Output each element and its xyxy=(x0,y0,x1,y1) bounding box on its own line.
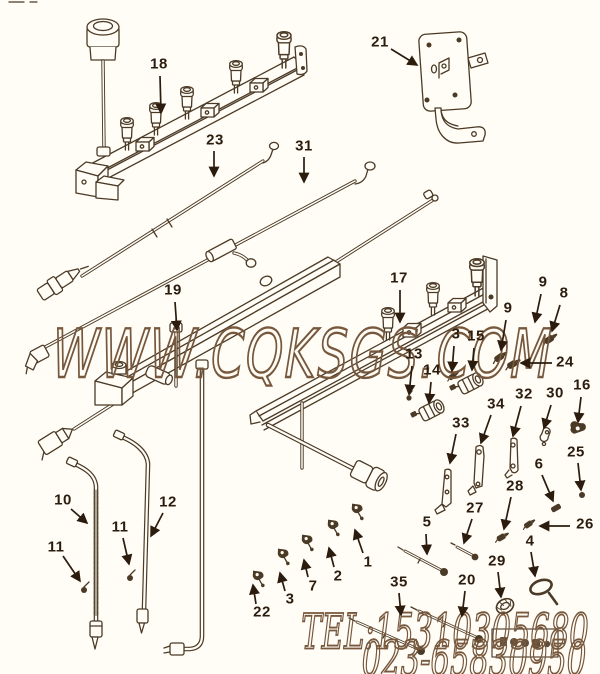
callout-arrow-14 xyxy=(424,381,436,405)
fuel-supply-tube xyxy=(37,189,439,461)
drain-hose xyxy=(163,359,209,656)
upper-fuel-manifold-18 xyxy=(75,18,308,201)
callout-8: 8 xyxy=(559,284,569,302)
callout-5: 5 xyxy=(422,513,432,531)
callout-6: 6 xyxy=(534,455,544,473)
callout-9: 9 xyxy=(503,299,513,317)
callout-27: 27 xyxy=(466,499,484,517)
callout-arrow-8 xyxy=(549,304,561,333)
watermark-telephone: TEL:15310305680 xyxy=(301,602,590,661)
callout-arrow-27 xyxy=(461,518,473,545)
callout-23: 23 xyxy=(206,131,224,149)
callout-arrow-2 xyxy=(326,546,337,568)
callout-35: 35 xyxy=(390,573,408,591)
callout-arrow-28 xyxy=(500,496,512,531)
fittings-and-bolts xyxy=(406,330,560,427)
callout-13: 13 xyxy=(405,345,423,363)
callout-arrow-30 xyxy=(541,404,553,430)
callout-18: 18 xyxy=(150,55,168,73)
callout-arrow-13 xyxy=(404,365,416,396)
callout-arrow-21 xyxy=(390,48,419,66)
clip-row xyxy=(251,501,365,590)
callout-16: 16 xyxy=(573,376,591,394)
callout-15: 15 xyxy=(467,327,485,345)
callout-20: 20 xyxy=(458,571,476,589)
drain-tube-31 xyxy=(24,161,376,375)
callout-17: 17 xyxy=(390,269,408,287)
callout-arrow-29 xyxy=(494,571,506,599)
support-bracket-21 xyxy=(418,31,489,144)
callout-11: 11 xyxy=(47,538,65,556)
callout-arrow-12 xyxy=(150,512,164,538)
callout-24: 24 xyxy=(556,353,574,371)
callout-21: 21 xyxy=(371,33,389,51)
callout-9: 9 xyxy=(538,273,548,291)
callout-arrow-9 xyxy=(497,319,508,352)
callout-19: 19 xyxy=(164,281,182,299)
callout-arrow-33 xyxy=(446,433,458,465)
callout-arrow-5 xyxy=(421,533,433,556)
callout-1: 1 xyxy=(363,553,373,571)
callout-arrow-20 xyxy=(457,590,469,618)
injector-drain-tubes xyxy=(65,429,151,650)
callout-arrow-11 xyxy=(62,555,81,583)
callout-arrow-19 xyxy=(170,301,182,332)
callout-26: 26 xyxy=(576,515,594,533)
stamp-box xyxy=(491,628,559,658)
callout-14: 14 xyxy=(423,361,441,379)
callout-arrow-3 xyxy=(447,345,459,373)
callout-arrow-16 xyxy=(573,396,585,424)
callout-arrow-9 xyxy=(531,293,543,324)
callout-arrow-35 xyxy=(394,592,406,617)
callout-arrow-4 xyxy=(528,551,539,578)
small-brackets-and-clamps xyxy=(434,421,586,561)
callout-11: 11 xyxy=(111,518,129,536)
callout-29: 29 xyxy=(488,552,506,570)
callout-10: 10 xyxy=(54,491,72,509)
watermark-site: WWW.CQKSGS.COM xyxy=(51,315,556,395)
callout-arrow-1 xyxy=(352,528,364,554)
callout-arrow-25 xyxy=(574,462,586,492)
callout-3: 3 xyxy=(451,325,461,343)
callout-arrow-34 xyxy=(478,414,492,445)
drain-tube-23 xyxy=(36,141,280,301)
lower-fuel-manifold-19 xyxy=(94,256,341,406)
callout-33: 33 xyxy=(452,414,470,432)
watermark-phone2: 023-65830950 xyxy=(361,629,587,674)
callout-30: 30 xyxy=(546,384,564,402)
callout-25: 25 xyxy=(567,443,585,461)
callout-arrow-7 xyxy=(300,558,312,578)
callout-28: 28 xyxy=(506,477,524,495)
callout-32: 32 xyxy=(515,385,533,403)
callout-3: 3 xyxy=(285,590,295,608)
callout-22: 22 xyxy=(253,603,271,621)
callout-arrow-11 xyxy=(121,537,133,566)
callout-34: 34 xyxy=(487,395,505,413)
callout-31: 31 xyxy=(295,137,313,155)
callout-4: 4 xyxy=(525,532,535,550)
pins-and-seals xyxy=(348,546,559,655)
callout-7: 7 xyxy=(308,577,318,595)
callout-arrow-18 xyxy=(155,75,167,115)
callout-arrow-6 xyxy=(541,474,555,503)
middle-fuel-manifold-17 xyxy=(249,255,498,470)
callout-arrow-22 xyxy=(249,583,260,605)
callout-12: 12 xyxy=(159,493,177,511)
callout-arrow-3 xyxy=(277,571,288,592)
crossover-tube xyxy=(265,422,388,492)
callout-arrow-10 xyxy=(70,508,89,525)
callout-arrow-32 xyxy=(510,405,522,438)
callout-arrow-15 xyxy=(467,347,479,372)
callout-2: 2 xyxy=(333,567,343,585)
